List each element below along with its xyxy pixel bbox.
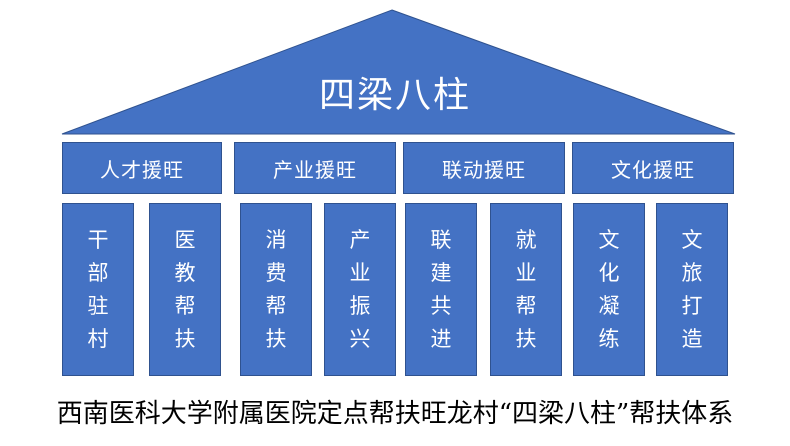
beam-linkage: 联动援旺 xyxy=(403,142,565,194)
beam-culture: 文化援旺 xyxy=(572,142,734,194)
pillar-joint-building: 联建共进 xyxy=(405,203,477,376)
beam-talent: 人才援旺 xyxy=(62,142,222,194)
pillar-cadre-stationing: 干部驻村 xyxy=(62,203,134,376)
pillar-consumption-aid: 消费帮扶 xyxy=(240,203,312,376)
pillar-industry-revival: 产业振兴 xyxy=(324,203,396,376)
beam-industry: 产业援旺 xyxy=(234,142,396,194)
caption: 西南医科大学附属医院定点帮扶旺龙村“四梁八柱”帮扶体系 xyxy=(56,399,734,429)
roof-triangle xyxy=(61,9,736,135)
diagram-title: 四梁八柱 xyxy=(318,75,471,116)
pillar-culture-tourism: 文旅打造 xyxy=(656,203,728,376)
pillar-culture-refining: 文化凝练 xyxy=(573,203,645,376)
pillar-medical-education: 医教帮扶 xyxy=(149,203,221,376)
pillar-employment-aid: 就业帮扶 xyxy=(490,203,562,376)
